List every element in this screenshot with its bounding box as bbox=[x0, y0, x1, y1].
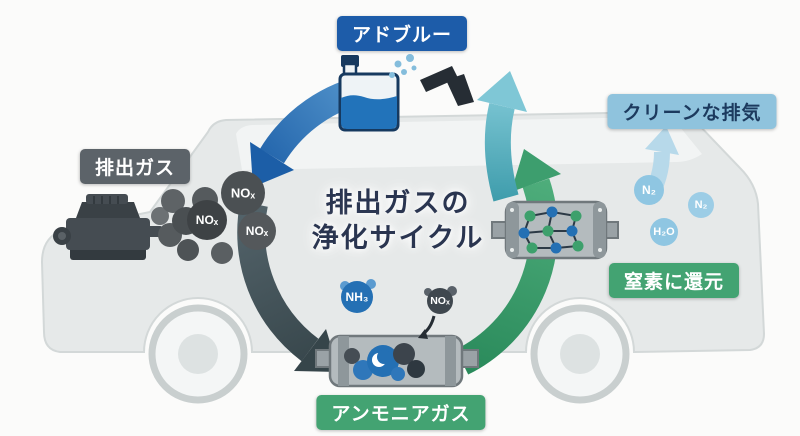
spray-droplets-icon bbox=[389, 54, 417, 78]
nox-label-1: NOₓ bbox=[230, 185, 256, 201]
spray-gun-icon bbox=[420, 66, 474, 106]
van-silhouette bbox=[40, 110, 766, 404]
cycle-title-line2: 浄化サイクル bbox=[311, 223, 485, 253]
ammonia-molecule-icon bbox=[340, 279, 376, 313]
n2-label-1: N₂ bbox=[642, 183, 656, 197]
label-adblue-badge: アドブルー bbox=[336, 16, 468, 51]
rear-wheel bbox=[530, 304, 630, 404]
nh3-label: NH₃ bbox=[345, 290, 369, 304]
label-clean-badge: クリーンな排気 bbox=[607, 94, 777, 129]
nox-molecule-icon bbox=[424, 286, 457, 314]
clean-molecules-icon bbox=[634, 175, 714, 246]
nox-label-2: NOₓ bbox=[195, 213, 219, 227]
scr-catalyst-bottom-icon bbox=[315, 334, 479, 388]
engine-icon bbox=[53, 194, 162, 260]
reaction-arrow-icon bbox=[418, 315, 436, 339]
cycle-title: 排出ガスの 浄化サイクル bbox=[312, 186, 485, 256]
label-ammonia-badge: アンモニアガス bbox=[316, 395, 486, 430]
label-nitrogen-badge: 窒素に還元 bbox=[608, 263, 740, 298]
front-wheel bbox=[148, 304, 248, 404]
n2-label-2: N₂ bbox=[694, 199, 708, 211]
cycle-title-line1: 排出ガスの bbox=[325, 187, 471, 218]
nitrogen-arrow bbox=[477, 71, 527, 202]
adblue-jug-icon bbox=[338, 55, 400, 132]
h2o-label: H₂O bbox=[653, 226, 675, 238]
scr-catalyst-right-icon bbox=[491, 200, 619, 260]
smoke-cloud-icon bbox=[151, 171, 276, 264]
nox-small-label: NOₓ bbox=[430, 295, 450, 307]
label-exhaust-badge: 排出ガス bbox=[79, 149, 191, 184]
nox-label-3: NOₓ bbox=[245, 224, 269, 238]
